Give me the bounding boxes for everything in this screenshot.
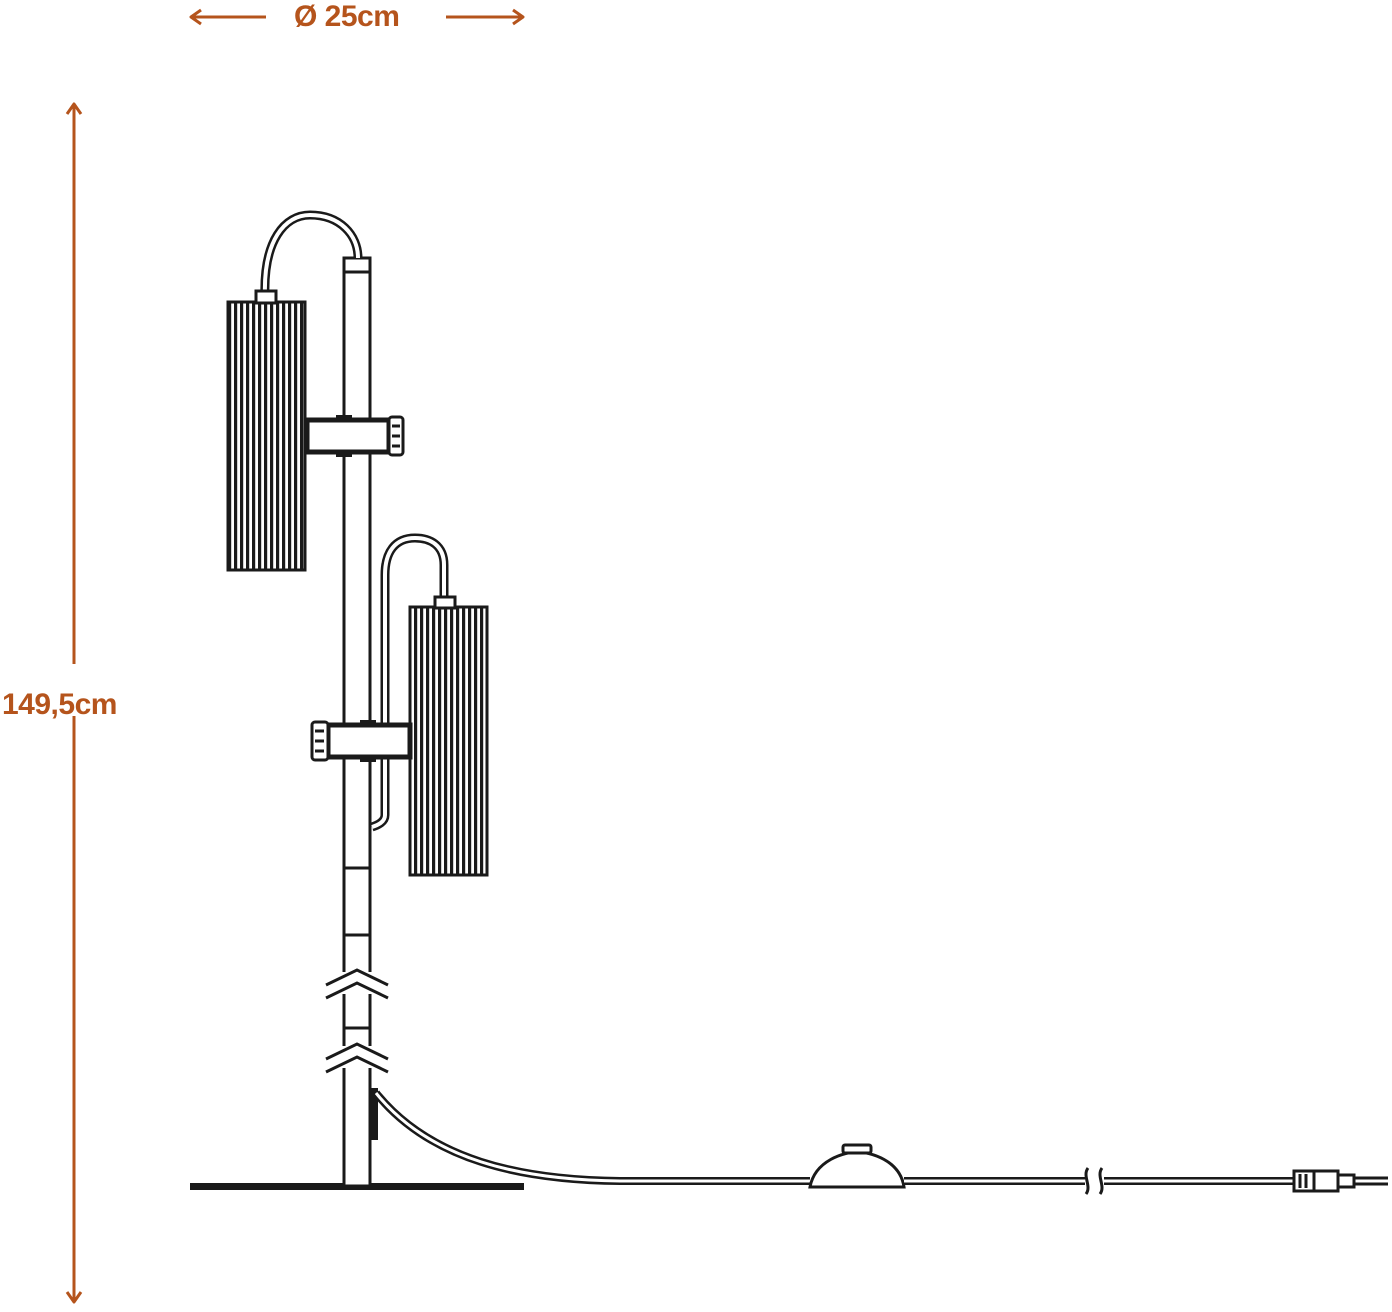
pole-break-marks: [325, 968, 389, 1074]
width-dimension-label: Ø 25cm: [294, 0, 400, 33]
power-cable: [372, 1090, 810, 1185]
lower-clamp: [310, 720, 413, 762]
floor-lamp-drawing: [190, 210, 1388, 1195]
upper-clamp: [304, 415, 405, 457]
height-dimension: [65, 102, 83, 1304]
cable-break-marks: [1084, 1167, 1104, 1195]
upper-shade: [226, 300, 307, 572]
width-dimension: [189, 8, 525, 26]
power-plug-icon: [1292, 1169, 1388, 1193]
height-dimension-label: 149,5cm: [2, 688, 117, 721]
foot-switch-icon: [808, 1143, 906, 1189]
cable-grommet: [370, 1088, 378, 1140]
lower-shade: [408, 605, 489, 877]
